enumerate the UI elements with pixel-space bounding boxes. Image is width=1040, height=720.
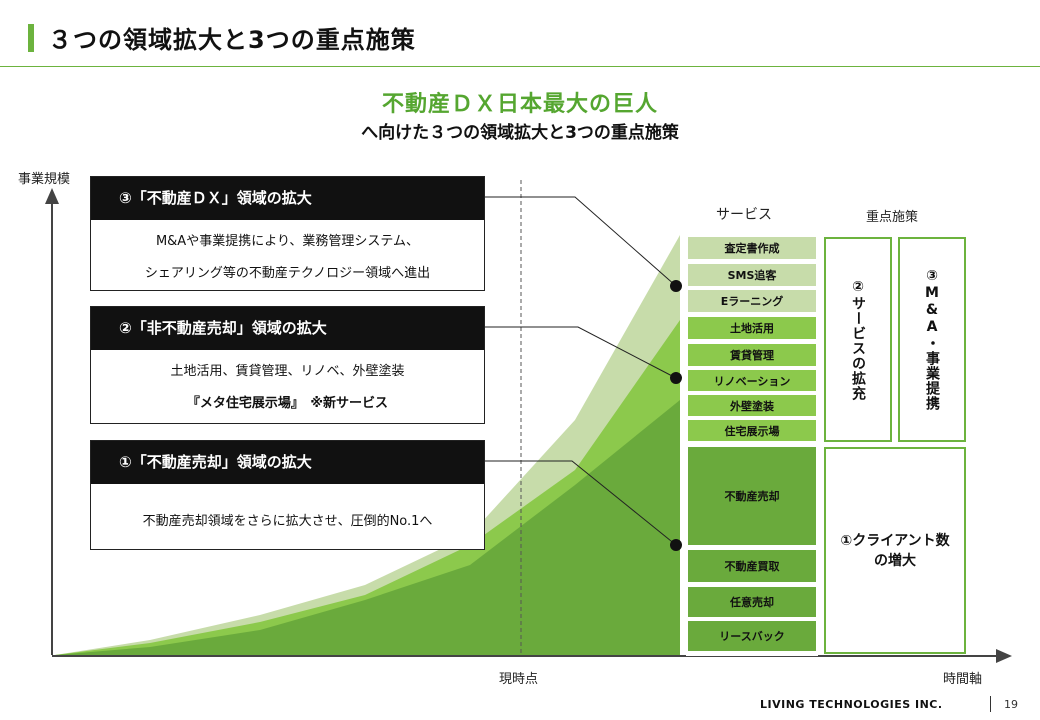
x-axis-label: 時間軸 — [943, 672, 983, 687]
service-item: 住宅展示場 — [688, 420, 816, 441]
box-sales-header: ①「不動産売却」領域の拡大 — [91, 441, 484, 484]
service-item: Eラーニング — [688, 290, 816, 312]
area-sales — [55, 400, 680, 655]
focus-service-expansion: ②サービスの拡充 — [824, 237, 892, 442]
box-sales-line-1: 不動産売却領域をさらに拡大させ、圧倒的No.1へ — [142, 514, 433, 529]
focus-clients: ①クライアント数 の増大 — [824, 447, 966, 654]
focus-service-expansion-label: ②サービスの拡充 — [850, 278, 866, 401]
connector-dx — [483, 196, 677, 287]
service-item: 不動産売却 — [688, 447, 816, 545]
service-item: リースバック — [688, 621, 816, 651]
service-item: 任意売却 — [688, 587, 816, 617]
connector-non-sales — [483, 326, 677, 379]
focus-ma: ③M&A・事業提携 — [898, 237, 966, 442]
connector-dot-dx — [670, 280, 682, 292]
box-dx-expansion: ③「不動産ＤＸ」領域の拡大 M&Aや事業提携により、業務管理システム、 シェアリ… — [90, 176, 485, 291]
box-non-sales-header: ②「非不動産売却」領域の拡大 — [91, 307, 484, 350]
page-title: ３つの領域拡大と3つの重点施策 — [48, 26, 416, 54]
box-dx-header: ③「不動産ＤＸ」領域の拡大 — [91, 177, 484, 220]
focus-clients-line-1: ①クライアント数 — [840, 532, 950, 549]
title-divider — [0, 66, 1040, 67]
headline-main: 不動産ＤＸ日本最大の巨人 — [381, 92, 658, 117]
service-item: 外壁塗装 — [688, 395, 816, 416]
company-logo-text: LIVING TECHNOLOGIES INC. — [760, 698, 943, 711]
service-item: 賃貸管理 — [688, 344, 816, 366]
services-heading: サービス — [716, 207, 772, 223]
box-non-sales-line-2: 『メタ住宅展示場』 ※新サービス — [186, 396, 389, 411]
y-axis-arrow — [45, 188, 59, 204]
connector-dot-non-sales — [670, 372, 682, 384]
connector-dot-sales — [670, 539, 682, 551]
service-item: 土地活用 — [688, 317, 816, 339]
connector-sales — [483, 460, 677, 546]
box-dx-line-2: シェアリング等の不動産テクノロジー領域へ進出 — [144, 266, 431, 281]
box-sales-expansion: ①「不動産売却」領域の拡大 不動産売却領域をさらに拡大させ、圧倒的No.1へ — [90, 440, 485, 550]
service-item: 不動産買取 — [688, 550, 816, 582]
box-non-sales-line-1: 土地活用、賃貸管理、リノベ、外壁塗装 — [170, 364, 405, 379]
footer-divider — [990, 696, 991, 712]
y-axis-label: 事業規模 — [18, 172, 71, 187]
title-accent-bar — [28, 24, 34, 52]
headline-sub: へ向けた３つの領域拡大と3つの重点施策 — [361, 123, 679, 143]
now-label: 現時点 — [499, 672, 539, 687]
service-item: SMS追客 — [688, 264, 816, 286]
service-item: 査定書作成 — [688, 237, 816, 259]
x-axis-arrow — [996, 649, 1012, 663]
focus-ma-label: ③M&A・事業提携 — [924, 268, 940, 411]
box-dx-line-1: M&Aや事業提携により、業務管理システム、 — [155, 234, 420, 249]
focus-clients-line-2: の増大 — [874, 552, 916, 569]
page-number: 19 — [1004, 698, 1018, 711]
box-non-sales-expansion: ②「非不動産売却」領域の拡大 土地活用、賃貸管理、リノベ、外壁塗装 『メタ住宅展… — [90, 306, 485, 424]
focus-heading: 重点施策 — [866, 210, 919, 225]
service-item: リノベーション — [688, 370, 816, 391]
